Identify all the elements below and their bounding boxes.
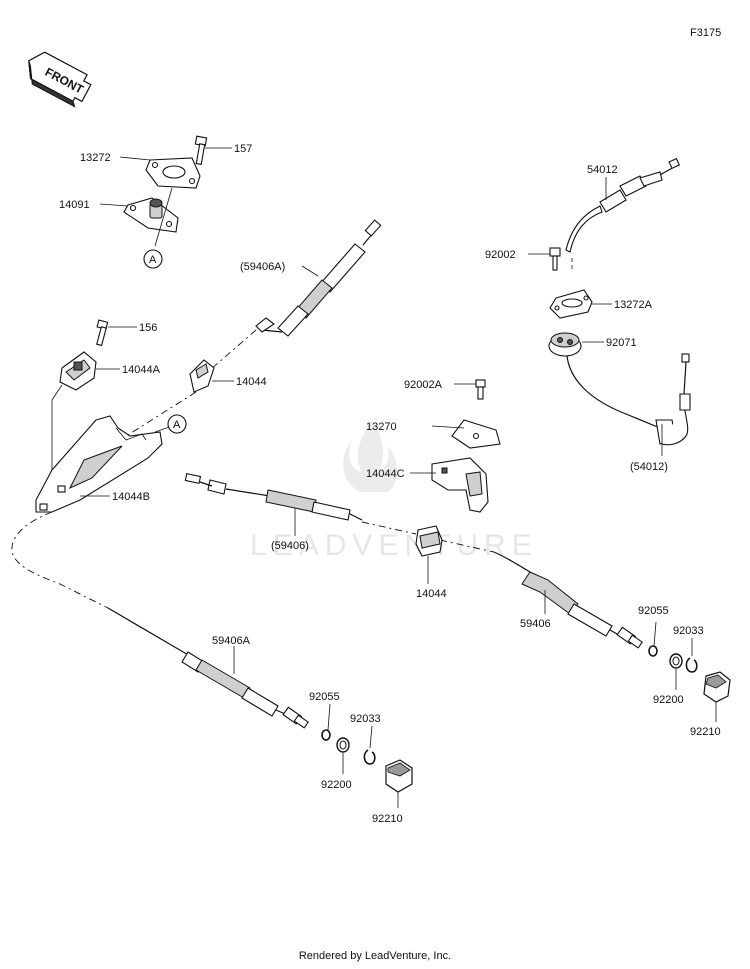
grommet-92071	[548, 332, 582, 357]
label-14091: 14091	[59, 199, 90, 211]
cable-54012-upper	[565, 157, 681, 270]
label-14044-top: 14044	[236, 376, 267, 388]
nut-92210-left	[385, 759, 413, 793]
clip-14044-mid	[415, 525, 443, 557]
label-54012: 54012	[587, 164, 618, 176]
bolt-157-icon	[194, 135, 232, 166]
label-92210-right: 92210	[690, 726, 721, 738]
label-14044A: 14044A	[122, 364, 161, 376]
callout-a-top: A	[149, 254, 157, 266]
washer-92200-right	[669, 653, 683, 669]
callout-a-bracket-letter: A	[173, 419, 181, 431]
label-92055-right: 92055	[638, 605, 669, 617]
clamp-14044A	[59, 351, 97, 391]
callout-a-circle	[143, 249, 163, 269]
label-14044B: 14044B	[112, 491, 150, 503]
label-13270: 13270	[366, 421, 397, 433]
bracket-14044C	[431, 457, 489, 513]
washer-92200-left	[336, 737, 350, 753]
nut-92210-right	[703, 671, 731, 703]
label-59406A-paren: (59406A)	[240, 261, 285, 273]
label-14044C: 14044C	[366, 468, 405, 480]
label-59406: 59406	[520, 618, 551, 630]
cable-59406A-upper	[119, 219, 382, 441]
callout-a-bracket	[167, 414, 187, 434]
cable-54012-lower	[566, 353, 691, 446]
plate-13270	[451, 419, 501, 449]
o-ring-92055-left	[321, 729, 331, 741]
label-92200-right: 92200	[653, 694, 684, 706]
holder-14091	[123, 197, 179, 233]
front-arrow-icon: FRONT	[28, 51, 92, 108]
bolt-156-icon	[96, 319, 109, 347]
label-156: 156	[139, 322, 157, 334]
o-ring-92055-right	[648, 645, 658, 657]
label-59406A: 59406A	[212, 635, 251, 647]
footer-credit: Rendered by LeadVenture, Inc.	[298, 950, 452, 962]
label-59406-paren: (59406)	[271, 540, 309, 552]
label-14044-mid: 14044	[416, 588, 447, 600]
gasket-13272	[145, 157, 201, 189]
cable-59406A-lower	[11, 511, 309, 729]
label-54012-paren: (54012)	[630, 461, 668, 473]
bolt-92002-icon	[549, 247, 561, 271]
lockwasher-92033-left	[363, 749, 376, 765]
label-92033-left: 92033	[350, 713, 381, 725]
label-13272A: 13272A	[614, 299, 653, 311]
label-92071: 92071	[606, 337, 637, 349]
watermark-text: LEADVENTURE	[250, 529, 538, 562]
label-92033-right: 92033	[673, 625, 704, 637]
label-92055-left: 92055	[309, 691, 340, 703]
clip-14044-top	[189, 359, 215, 393]
cable-59406	[184, 472, 643, 649]
label-157: 157	[234, 143, 252, 155]
label-92200-left: 92200	[321, 779, 352, 791]
label-92002: 92002	[485, 249, 516, 261]
bolt-92002A-icon	[475, 379, 486, 400]
bracket-14044B	[35, 415, 163, 513]
watermark: LEADVENTURE	[250, 420, 538, 562]
figure-code: F3175	[690, 27, 721, 39]
label-13272: 13272	[80, 152, 111, 164]
plate-13272A	[549, 289, 593, 319]
label-92210-left: 92210	[372, 813, 403, 825]
label-92002A: 92002A	[404, 379, 443, 391]
lockwasher-92033-right	[685, 657, 698, 673]
